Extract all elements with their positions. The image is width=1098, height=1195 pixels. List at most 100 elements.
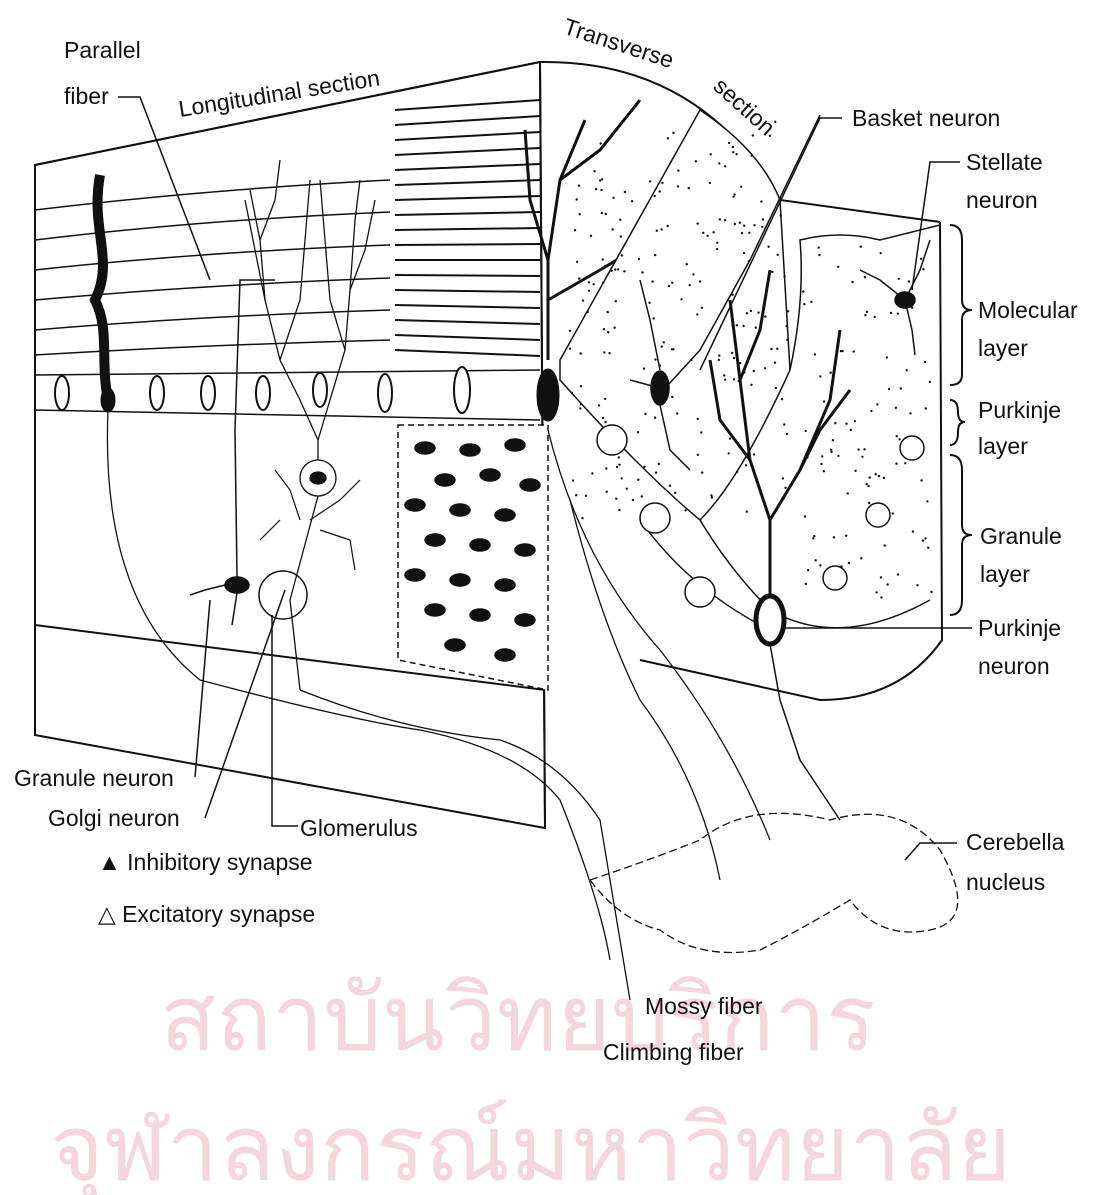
stipple-dot <box>728 452 730 454</box>
stipple-dot <box>695 160 697 162</box>
stipple-dot <box>841 350 843 352</box>
stipple-dot <box>904 462 906 464</box>
stipple-dot <box>656 230 658 232</box>
stipple-dot <box>605 467 607 469</box>
stipple-dot <box>736 324 738 326</box>
stipple-dot <box>807 569 809 571</box>
label-longitudinal-section: Longitudinal section <box>177 64 382 121</box>
label-purkinje-layer-2: layer <box>978 433 1028 459</box>
stipple-dot <box>861 456 863 458</box>
stipple-dot <box>700 431 702 433</box>
stipple-dot <box>667 225 669 227</box>
stipple-dot <box>648 302 650 304</box>
stipple-dot <box>624 191 626 193</box>
stipple-dot <box>833 536 835 538</box>
stipple-dot <box>709 182 711 184</box>
label-granule-layer-2: layer <box>980 561 1030 587</box>
stipple-dot <box>702 232 704 234</box>
stipple-dot <box>689 284 691 286</box>
stipple-dot <box>668 285 670 287</box>
stipple-dot <box>854 420 856 422</box>
stipple-dot <box>637 479 639 481</box>
stipple-dot <box>860 246 862 248</box>
stipple-dot <box>669 485 671 487</box>
stipple-dot <box>753 370 755 372</box>
stipple-dot <box>878 475 880 477</box>
stipple-dot <box>569 330 571 332</box>
stipple-dot <box>603 328 605 330</box>
stipple-dot <box>912 530 914 532</box>
stipple-dot <box>641 495 643 497</box>
stipple-dot <box>803 303 805 305</box>
stipple-dot <box>711 496 713 498</box>
stipple-dot <box>607 331 609 333</box>
label-cerebella-nucleus-2: nucleus <box>966 869 1045 895</box>
stipple-dot <box>706 235 708 237</box>
stipple-dot <box>820 463 822 465</box>
stipple-dot <box>837 455 839 457</box>
stipple-dot <box>884 544 886 546</box>
stipple-dot <box>602 258 604 260</box>
stipple-dot <box>654 195 656 197</box>
stipple-dot <box>616 466 618 468</box>
stipple-dot <box>850 429 852 431</box>
stipple-dot <box>830 372 832 374</box>
stipple-dot <box>845 535 847 537</box>
stipple-dot <box>600 142 602 144</box>
stipple-dot <box>823 400 825 402</box>
stipple-dot <box>618 456 620 458</box>
label-molecular-layer-2: layer <box>978 335 1028 361</box>
stipple-dot <box>576 261 578 263</box>
stipple-dot <box>590 235 592 237</box>
stipple-dot <box>732 195 734 197</box>
stipple-dot <box>659 190 661 192</box>
stipple-dot <box>786 339 788 341</box>
stipple-dot <box>603 351 605 353</box>
stipple-dot <box>591 472 593 474</box>
stipple-dot <box>671 282 673 284</box>
stipple-dot <box>724 165 726 167</box>
stipple-dot <box>676 412 678 414</box>
stipple-dot <box>612 197 614 199</box>
stipple-dot <box>600 189 602 191</box>
stipple-dot <box>867 485 869 487</box>
stipple-dot <box>611 270 613 272</box>
stipple-dot <box>626 488 628 490</box>
stipple-dot <box>588 281 590 283</box>
stipple-dot <box>886 356 888 358</box>
stipple-dot <box>927 547 929 549</box>
stipple-dot <box>652 317 654 319</box>
stipple-dot <box>743 252 745 254</box>
stipple-dot <box>865 483 867 485</box>
stipple-dot <box>880 252 882 254</box>
stipple-dot <box>813 535 815 537</box>
stipple-dot <box>672 132 674 134</box>
stipple-dot <box>753 453 755 455</box>
stipple-dot <box>618 464 620 466</box>
stipple-dot <box>729 437 731 439</box>
stipple-dot <box>925 407 927 409</box>
stipple-dot <box>643 367 645 369</box>
stipple-dot <box>674 492 676 494</box>
stipple-dot <box>623 270 625 272</box>
stipple-dot <box>888 388 890 390</box>
stipple-dot <box>612 228 614 230</box>
stipple-dot <box>599 179 601 181</box>
stipple-dot <box>821 455 823 457</box>
stipple-dot <box>834 422 836 424</box>
stipple-dot <box>777 254 779 256</box>
stipple-dot <box>651 280 653 282</box>
stipple-dot <box>688 187 690 189</box>
stipple-dot <box>574 229 576 231</box>
stipple-dot <box>618 509 620 511</box>
label-purkinje-neuron-1: Purkinje <box>978 615 1061 641</box>
stipple-dot <box>924 537 926 539</box>
stipple-dot <box>667 137 669 139</box>
stipple-dot <box>655 471 657 473</box>
stipple-dot <box>638 258 640 260</box>
stipple-dot <box>572 479 574 481</box>
stipple-dot <box>731 352 733 354</box>
stellate-neuron-shape <box>860 240 930 355</box>
stipple-dot <box>781 398 783 400</box>
stipple-dot <box>643 466 645 468</box>
